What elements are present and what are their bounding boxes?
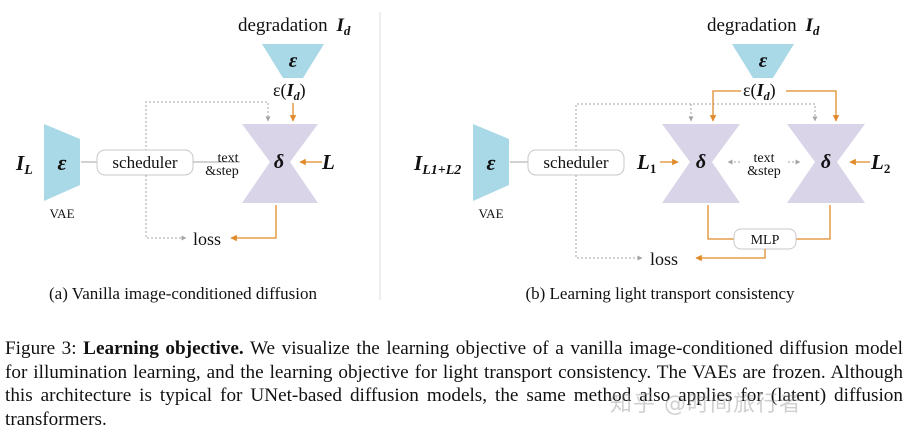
unet-to-loss-a [230, 205, 277, 242]
degradation-label-a: degradation Id [238, 15, 351, 38]
delta-symbol-b2: δ [821, 151, 831, 173]
encoder-symbol-b-vae: ε [486, 150, 495, 175]
eps-to-unet2-b [786, 90, 840, 122]
target-label-a: L [321, 150, 335, 174]
caption-prefix: Figure 3: [5, 338, 84, 359]
step-label-a: &step [205, 164, 238, 179]
unet1-to-mlp-b [707, 205, 734, 240]
unet2-to-mlp-b [796, 205, 831, 240]
unet-a [242, 124, 318, 203]
eps-label-a: ε(Id) [273, 80, 306, 103]
mlp-label-b: MLP [751, 233, 780, 248]
panel-a: degradation Id ε ε(Id) IL ε VAE schedule… [15, 15, 351, 303]
step-label-b: &step [747, 164, 780, 179]
loss-label-a: loss [193, 229, 221, 249]
panel-b: degradation Id ε ε(Id) IL1+L2 ε VAE sche… [413, 15, 890, 303]
input-label-b: IL1+L2 [413, 151, 461, 178]
vae-encoder-b [473, 124, 509, 201]
scheduler-to-unet-a [145, 101, 271, 151]
subcaption-b: (b) Learning light transport consistency [525, 284, 795, 303]
degradation-encoder-b [732, 44, 794, 78]
input-label-a: IL [15, 151, 33, 178]
vae-encoder-a [44, 124, 80, 201]
scheduler-label-b: scheduler [543, 153, 608, 172]
eps-label-b: ε(Id) [743, 80, 776, 103]
watermark: 知乎 @时间旅行者 [610, 392, 802, 417]
scheduler-label-a: scheduler [112, 153, 177, 172]
l2-label-b: L2 [870, 150, 890, 176]
vae-label-a: VAE [49, 206, 74, 221]
unet2-b [787, 124, 865, 203]
mlp-to-loss-b [695, 249, 766, 262]
degradation-encoder-a [262, 44, 324, 78]
caption-body: We visualize the learning objective of a… [5, 338, 903, 430]
encoder-symbol-a-vae: ε [57, 150, 66, 175]
encoder-symbol-b-top: ε [759, 48, 768, 72]
eps-to-unet1-b [709, 90, 741, 122]
unet1-b [662, 124, 740, 203]
caption-bold: Learning objective. [83, 338, 244, 359]
delta-symbol-a: δ [274, 151, 284, 173]
text-label-b: text [754, 151, 775, 166]
delta-symbol-b1: δ [696, 151, 706, 173]
l1-label-b: L1 [636, 150, 656, 176]
degradation-label-b: degradation Id [707, 15, 820, 38]
subcaption-a: (a) Vanilla image-conditioned diffusion [49, 284, 317, 303]
vae-label-b: VAE [478, 206, 503, 221]
scheduler-to-loss-a [145, 175, 187, 241]
text-label-a: text [218, 151, 239, 166]
loss-label-b: loss [650, 249, 678, 269]
architecture-figure: degradation Id ε ε(Id) IL ε VAE schedule… [15, 12, 890, 303]
figure-caption: Figure 3: Learning objective. We visuali… [5, 337, 903, 431]
encoder-symbol-a-top: ε [289, 48, 298, 72]
scheduler-to-loss-b [575, 175, 643, 261]
